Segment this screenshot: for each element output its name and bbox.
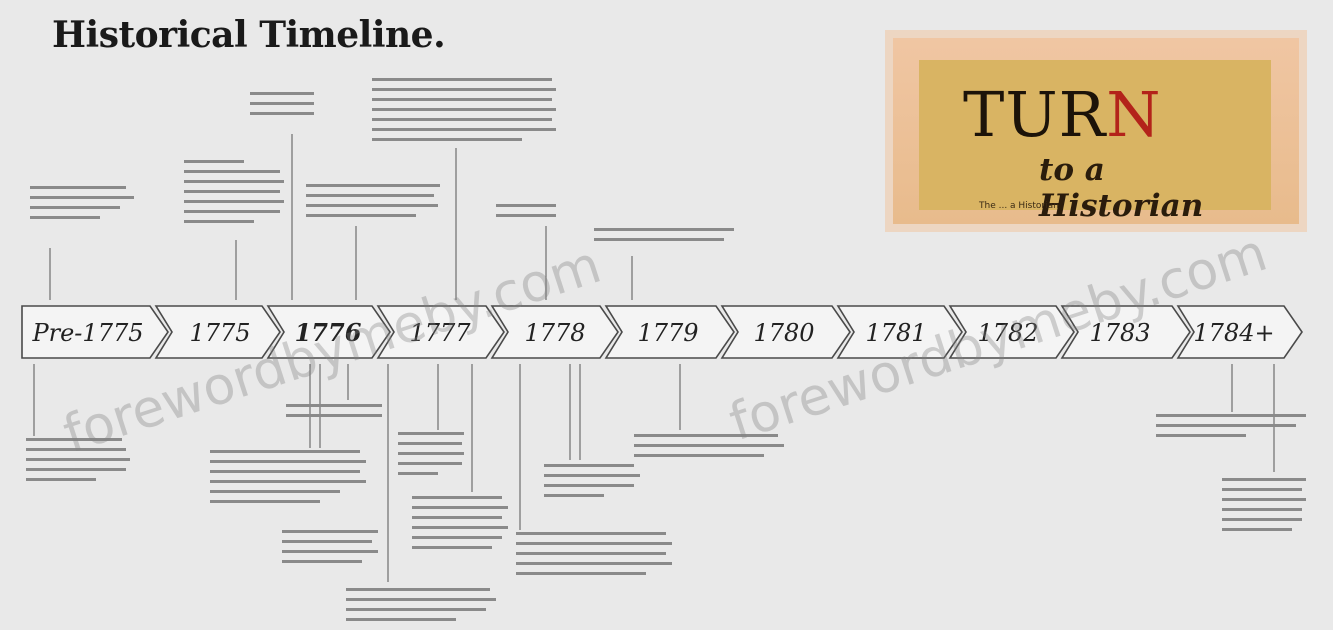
event-note — [516, 532, 672, 575]
turn-logo: TURN to a Historian The ... a Historian — [893, 38, 1299, 224]
timeline-arrows — [21, 305, 1303, 359]
year-label: 1782 — [977, 319, 1038, 347]
event-note — [306, 184, 440, 217]
event-note — [398, 432, 464, 475]
year-label: 1781 — [865, 319, 926, 347]
logo-word: TURN — [963, 78, 1162, 151]
arrow-segment — [1176, 305, 1303, 359]
event-note — [372, 78, 556, 141]
year-labels: Pre-1775 1775 1776 1777 1778 1779 1780 1… — [31, 318, 1274, 347]
arrow-segment — [21, 305, 169, 359]
year-label: Pre-1775 — [31, 319, 143, 347]
logo-tagline: The ... a Historian — [979, 201, 1059, 211]
arrow-segment — [836, 305, 963, 359]
arrow-segment — [154, 305, 281, 359]
year-label: 1777 — [409, 319, 471, 347]
arrow-segment — [1060, 305, 1191, 359]
event-note — [1156, 414, 1306, 437]
arrow-segment — [266, 305, 391, 359]
arrow-segment — [948, 305, 1075, 359]
arrow-segment — [376, 305, 505, 359]
event-note — [250, 92, 314, 115]
connector-lines — [33, 134, 1275, 582]
event-note — [282, 530, 378, 563]
year-label: 1776 — [295, 318, 362, 347]
event-note — [184, 160, 284, 223]
event-note — [286, 404, 382, 417]
arrow-segment — [720, 305, 851, 359]
event-note — [210, 450, 366, 503]
event-note — [634, 434, 784, 457]
page-title: Historical Timeline. — [52, 14, 446, 56]
arrow-segment — [490, 305, 619, 359]
year-label: 1775 — [189, 319, 250, 347]
year-label: 1778 — [524, 319, 585, 347]
logo-word-b: N — [1106, 78, 1162, 151]
logo-subtitle: to a Historian — [1039, 152, 1204, 224]
event-note — [1222, 478, 1306, 531]
year-label: 1784+ — [1193, 319, 1274, 347]
year-label: 1780 — [753, 319, 814, 347]
event-note — [26, 438, 130, 481]
logo-word-a: TUR — [963, 78, 1107, 151]
event-note — [496, 204, 556, 217]
arrow-segment — [604, 305, 735, 359]
event-note — [412, 496, 508, 549]
logo-panel: TURN to a Historian The ... a Historian — [919, 60, 1271, 224]
event-note — [30, 186, 134, 219]
event-notes — [26, 78, 1306, 621]
year-label: 1779 — [637, 319, 698, 347]
event-note — [594, 228, 734, 241]
event-note — [346, 588, 496, 621]
year-label: 1783 — [1089, 319, 1150, 347]
event-note — [544, 464, 640, 497]
